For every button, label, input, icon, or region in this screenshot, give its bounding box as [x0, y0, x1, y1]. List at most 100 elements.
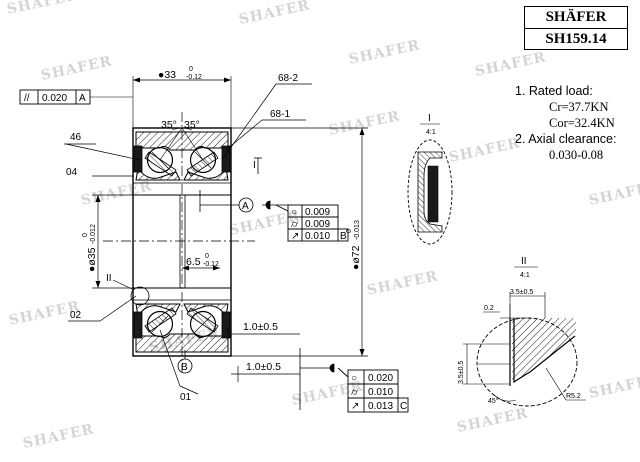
axial-clearance-value: 0.030-0.08 [549, 148, 604, 162]
width-tol-upper: 0 [189, 66, 193, 73]
cage-left-top [144, 151, 177, 177]
seal-offset-2: 1.0±0.5 [246, 361, 281, 373]
upper-frame-datum: B [340, 231, 347, 242]
tolerance-frame-upper [275, 204, 349, 242]
chamfer-height: 3.5±0.5 [458, 361, 465, 384]
datum-c-symbol [299, 348, 335, 410]
contact-angle-right: 35° [184, 119, 200, 131]
part-label-01: 01 [180, 392, 192, 403]
seal-left-bottom [133, 311, 143, 339]
watermark: SHAFER [238, 0, 312, 28]
detail-i-title: I [428, 113, 431, 124]
bore-tol-upper: 0 [82, 233, 89, 237]
watermark: SHAFER [328, 108, 402, 139]
upper-frame-value-1: 0.009 [305, 207, 330, 218]
watermark: SHAFER [6, 0, 80, 18]
bearing-section [103, 112, 255, 372]
watermark: SHAFER [588, 178, 640, 209]
specifications: 1. Rated load: Cr=37.7KN Cor=32.4KN 2. A… [515, 83, 637, 163]
watermark: SHAFER [588, 371, 640, 402]
detail-marker-ii-leader [112, 279, 135, 291]
width-dimension: ●33 [158, 69, 176, 81]
title-block: SHÄFER SH159.14 [524, 6, 628, 50]
part-label-68-1: 68-1 [270, 109, 290, 120]
datum-a-label: A [242, 201, 249, 212]
dimension-width [132, 76, 232, 128]
datum-b-symbol [177, 350, 193, 374]
brand-name: SHÄFER [545, 9, 607, 25]
cage-right-top [186, 151, 219, 177]
detail-ii-view: II 4:1 [463, 256, 586, 407]
seal-right-top [221, 145, 231, 173]
detail-i-view: I 4:1 [407, 113, 453, 245]
watermark: SHAFER [474, 49, 548, 80]
lower-frame-value-2: 0.010 [368, 387, 393, 398]
tolerance-frame-lower [337, 367, 409, 413]
dimension-seal-offsets [227, 326, 300, 382]
rated-load-heading: 1. Rated load: [515, 84, 593, 98]
lower-frame-datum: C [400, 401, 407, 412]
detail-marker-i [254, 157, 262, 174]
inner-offset-tol-lower: -0.12 [203, 261, 219, 268]
lower-frame-symbol-2: ⌭ [351, 387, 359, 398]
dynamic-load-rating: Cr=37.7KN [549, 100, 609, 114]
bore-tol-lower: -0.012 [90, 224, 97, 244]
detail-i-scale: 4:1 [426, 129, 436, 136]
lower-frame-symbol-1: ○ [351, 373, 357, 384]
dimension-bore [92, 194, 133, 289]
seal-left-top [133, 145, 143, 173]
watermark: SHAFER [22, 421, 96, 452]
dimension-inner-offset [182, 265, 220, 271]
upper-frame-symbol-3: ↗ [291, 231, 299, 242]
outer-dimension: ●ø72 [350, 245, 362, 270]
parallelism-symbol: // [24, 93, 30, 104]
detail-marker-i-label: I [253, 160, 256, 171]
part-label-68-2: 68-2 [278, 73, 298, 84]
upper-frame-symbol-2: ⌭ [291, 219, 299, 230]
part-number: SH159.14 [525, 28, 627, 50]
part-label-02: 02 [70, 310, 82, 321]
watermark: SHAFER [348, 37, 422, 68]
upper-frame-value-3: 0.010 [305, 231, 330, 242]
detail-ii-scale: 4:1 [520, 272, 530, 279]
lip-dimension: 0.2 [484, 305, 494, 312]
detail-marker-ii-label: II [106, 273, 112, 284]
outer-tol-lower: -0.013 [354, 220, 361, 240]
static-load-rating: Cor=32.4KN [549, 116, 615, 130]
parallelism-value: 0.020 [42, 93, 67, 104]
cage-left-bottom [144, 307, 177, 333]
contact-angle-left: 35° [161, 119, 177, 131]
datum-a-symbol [199, 190, 254, 213]
chamfer-width: 3.5±0.5 [510, 289, 533, 296]
part-label-46: 46 [70, 132, 82, 143]
seal-offset-1: 1.0±0.5 [243, 321, 278, 333]
cage-right-bottom [186, 307, 219, 333]
lower-frame-value-1: 0.020 [368, 373, 393, 384]
bore-dimension: ●ø35 [86, 247, 98, 272]
lower-frame-symbol-3: ↗ [351, 401, 359, 412]
radius-dimension: R5.2 [566, 393, 581, 400]
axial-clearance-heading: 2. Axial clearance: [515, 132, 617, 146]
inner-offset-dimension: 6.5 [186, 256, 201, 268]
part-label-04: 04 [66, 167, 78, 178]
watermark: SHAFER [448, 135, 522, 166]
outer-ring-bottom [135, 333, 229, 353]
parallelism-datum: A [79, 93, 86, 104]
outer-ring-top [135, 131, 229, 151]
lower-frame-value-3: 0.013 [368, 401, 393, 412]
watermark: SHAFER [366, 268, 440, 299]
detail-ii-title: II [521, 256, 527, 267]
datum-b-label: B [181, 362, 188, 373]
seal-right-bottom [221, 311, 231, 339]
width-tol-lower: -0.12 [186, 74, 202, 81]
watermark: SHAFER [40, 53, 114, 84]
part-leaders [64, 83, 312, 395]
parallelism-frame [19, 89, 133, 105]
upper-frame-value-2: 0.009 [305, 219, 330, 230]
detail-marker-ii-circle [130, 286, 150, 306]
outer-tol-upper: 0 [346, 229, 353, 233]
datum-upper-marker [262, 200, 288, 210]
dimension-outer [231, 127, 368, 357]
chamfer-angle: 45° [488, 397, 499, 405]
